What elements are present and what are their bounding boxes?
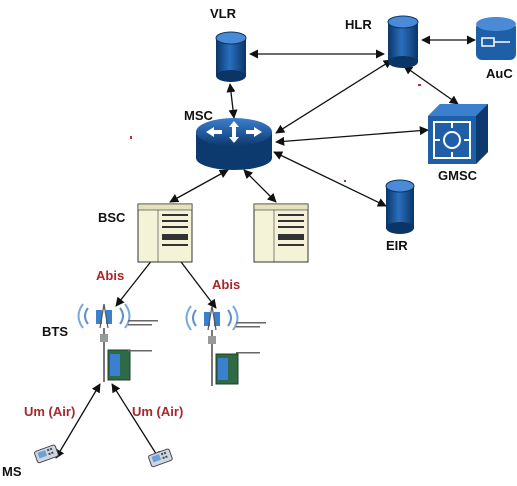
- auc-label: AuC: [486, 66, 513, 81]
- link-vlr-msc: [226, 83, 238, 119]
- artifact-marks: [130, 84, 421, 182]
- bsc-cabinet-icon-2: [253, 203, 309, 263]
- eir-database-icon: [385, 179, 415, 234]
- bts-label: BTS: [42, 324, 68, 339]
- bsc-label: BSC: [98, 210, 126, 225]
- link-msc-bsc1: [169, 169, 229, 203]
- hlr-database-icon: [387, 15, 419, 68]
- ms-label: MS: [2, 464, 22, 479]
- bts-tower-icon-2: [185, 305, 266, 386]
- link-bts-ms2: [111, 383, 161, 461]
- link-msc-hlr: [275, 59, 393, 134]
- auc-icon: [476, 17, 516, 60]
- um-air-label-2: Um (Air): [132, 404, 184, 419]
- gmsc-label: GMSC: [438, 168, 477, 183]
- link-hlr-gmsc: [403, 65, 459, 105]
- link-msc-gmsc: [275, 126, 429, 146]
- abis-label-1: Abis: [96, 268, 125, 283]
- link-msc-eir: [273, 151, 387, 207]
- vlr-label: VLR: [210, 6, 236, 21]
- msc-label: MSC: [184, 108, 213, 123]
- abis-label-2: Abis: [212, 277, 241, 292]
- eir-label: EIR: [386, 238, 408, 253]
- hlr-label: HLR: [345, 17, 372, 32]
- um-air-label-1: Um (Air): [24, 404, 76, 419]
- link-bts-ms1: [55, 383, 101, 459]
- bts-tower-icon-1: [77, 303, 158, 382]
- link-msc-bsc2: [243, 169, 277, 203]
- gmsc-gateway-icon: [428, 104, 488, 164]
- vlr-database-icon: [215, 31, 247, 82]
- bsc-cabinet-icon-1: [137, 203, 193, 263]
- ms-phone-icon-1: [34, 444, 59, 464]
- ms-phone-icon-2: [148, 448, 173, 468]
- msc-router-icon: [196, 118, 272, 170]
